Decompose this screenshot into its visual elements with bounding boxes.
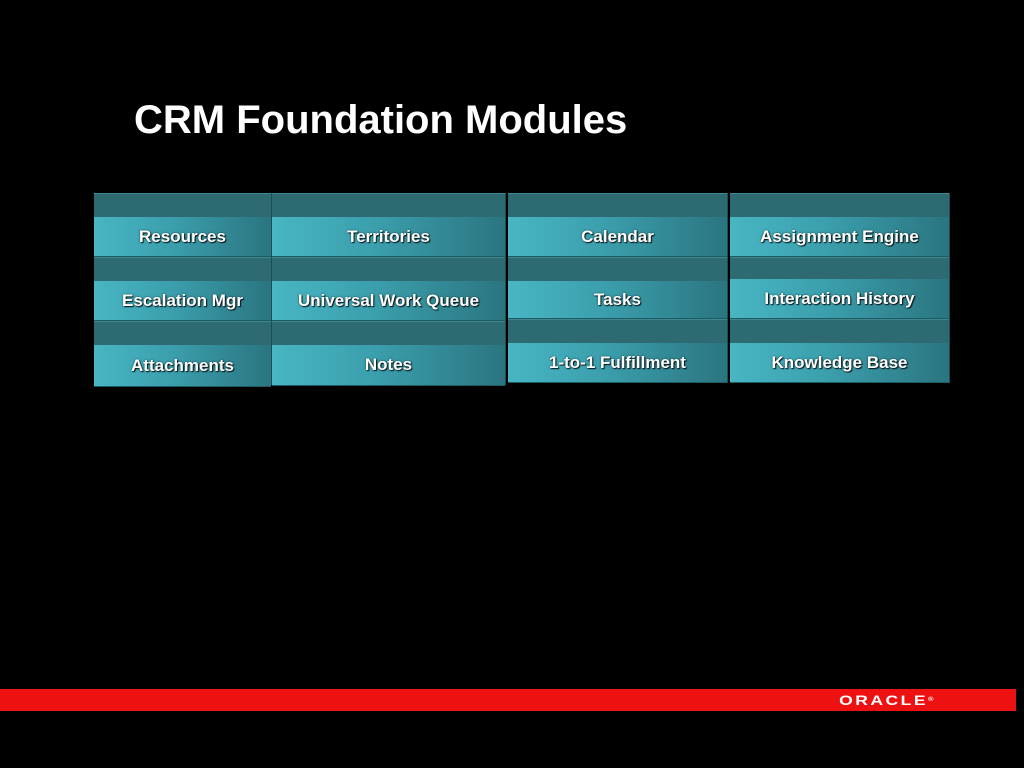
module-tile-resources: Resources — [94, 193, 272, 257]
module-tile-1-to-1-fulfillment: 1-to-1 Fulfillment — [508, 319, 728, 383]
module-label: Calendar — [581, 226, 654, 246]
module-tile-universal-work-queue: Universal Work Queue — [272, 257, 506, 321]
module-label: 1-to-1 Fulfillment — [549, 352, 686, 372]
module-tile-notes: Notes — [272, 321, 506, 386]
module-tile-attachments: Attachments — [94, 321, 272, 387]
module-label: Escalation Mgr — [122, 290, 243, 310]
module-label: Knowledge Base — [771, 352, 908, 372]
module-label: Universal Work Queue — [297, 290, 480, 310]
module-label: Notes — [364, 355, 413, 374]
module-tile-escalation-mgr: Escalation Mgr — [94, 257, 272, 321]
registered-mark: ® — [928, 697, 934, 703]
module-tile-tasks: Tasks — [508, 257, 728, 319]
module-label: Tasks — [594, 289, 641, 309]
module-label: Territories — [347, 226, 430, 246]
module-tile-territories: Territories — [272, 193, 506, 257]
module-tile-knowledge-base: Knowledge Base — [730, 319, 950, 383]
module-label: Interaction History — [764, 288, 915, 308]
oracle-logo: ORACLE® — [840, 692, 934, 708]
slide-title: CRM Foundation Modules — [134, 98, 628, 142]
module-label: Attachments — [131, 355, 234, 375]
module-tile-interaction-history: Interaction History — [730, 257, 950, 319]
oracle-logo-text: ORACLE — [839, 692, 929, 708]
module-label: Assignment Engine — [760, 226, 919, 246]
module-tile-calendar: Calendar — [508, 193, 728, 257]
module-label: Resources — [139, 226, 226, 246]
footer-bar: ORACLE® — [0, 689, 1016, 711]
module-tile-assignment-engine: Assignment Engine — [730, 193, 950, 257]
